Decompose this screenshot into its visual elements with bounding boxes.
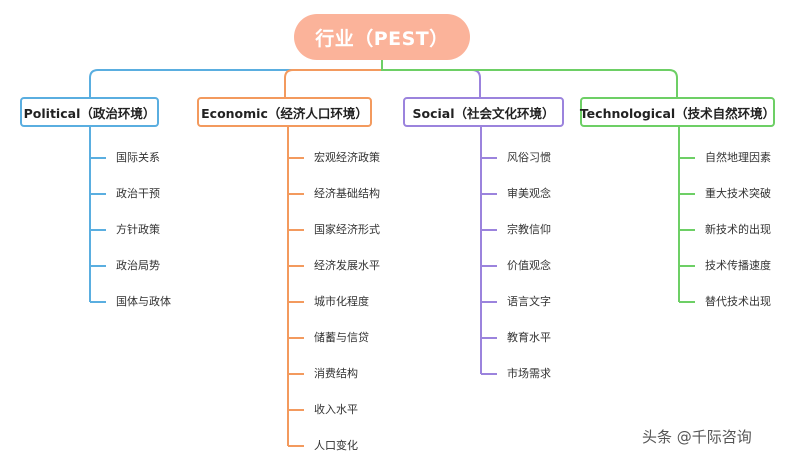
leaf-item: 自然地理因素 — [705, 151, 771, 164]
leaf-item: 消费结构 — [314, 367, 358, 380]
leaf-item: 政治局势 — [116, 259, 160, 272]
leaf-item: 语言文字 — [507, 295, 551, 308]
leaf-item: 国家经济形式 — [314, 223, 380, 236]
leaf-item: 国际关系 — [116, 151, 160, 164]
leaf-item: 教育水平 — [507, 331, 551, 344]
leaf-item: 宏观经济政策 — [314, 151, 380, 164]
leaf-item: 城市化程度 — [314, 295, 369, 308]
branch-connector — [89, 60, 383, 97]
branch-connector — [381, 60, 481, 97]
leaf-item: 审美观念 — [507, 187, 551, 200]
leaf-item: 技术传播速度 — [705, 259, 771, 272]
branch-technological: Technological（技术自然环境） — [580, 97, 775, 127]
watermark-text: 头条 @千际咨询 — [642, 428, 752, 446]
leaf-item: 重大技术突破 — [705, 187, 771, 200]
leaf-item: 经济基础结构 — [314, 187, 380, 200]
leaf-item: 风俗习惯 — [507, 151, 551, 164]
leaf-item: 新技术的出现 — [705, 223, 771, 236]
leaf-item: 人口变化 — [314, 439, 358, 452]
leaf-item: 政治干预 — [116, 187, 160, 200]
branch-political: Political（政治环境） — [20, 97, 159, 127]
branch-economic: Economic（经济人口环境） — [197, 97, 372, 127]
leaf-item: 市场需求 — [507, 367, 551, 380]
branch-connector — [284, 60, 383, 97]
branch-social: Social（社会文化环境） — [403, 97, 564, 127]
leaf-item: 国体与政体 — [116, 295, 171, 308]
leaf-item: 价值观念 — [507, 259, 551, 272]
branch-connector — [381, 60, 678, 97]
leaf-item: 储蓄与信贷 — [314, 331, 369, 344]
leaf-item: 宗教信仰 — [507, 223, 551, 236]
leaf-item: 方针政策 — [116, 223, 160, 236]
leaf-item: 替代技术出现 — [705, 295, 771, 308]
leaf-item: 收入水平 — [314, 403, 358, 416]
leaf-item: 经济发展水平 — [314, 259, 380, 272]
root-node: 行业（PEST） — [294, 14, 470, 60]
